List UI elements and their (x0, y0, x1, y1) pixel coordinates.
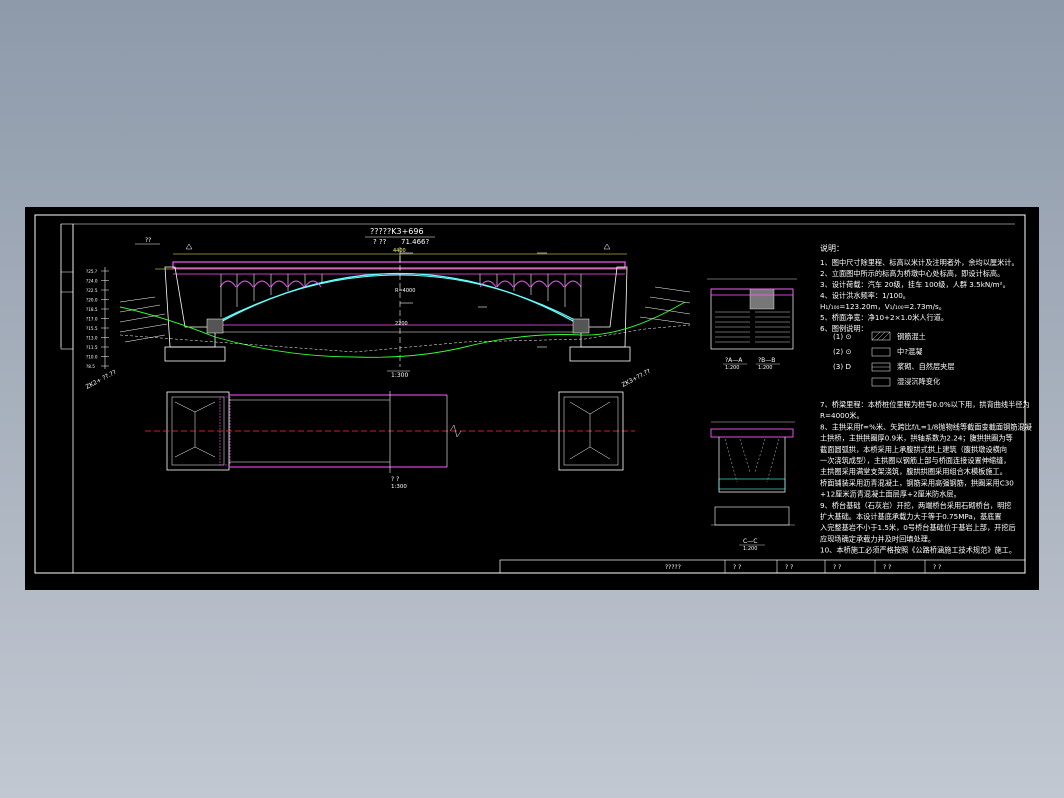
elevation-tick-label: ?22.5 (86, 288, 98, 293)
note-line: 1、图中尺寸除里程、标高以米计及注明者外，余均以厘米计。 (820, 258, 1019, 267)
arch-label: R=4000 (395, 288, 415, 294)
section-c-label: C—C (743, 538, 757, 545)
title-block-cell: ????? (665, 564, 681, 571)
note-line: 9、桥台基础（石灰岩）开挖，两端桥台采用石砌桥台，明挖 (820, 501, 1011, 510)
elevation-tick-label: ?17.0 (86, 317, 98, 322)
legend-label: 湿浸沉降变化 (897, 377, 940, 386)
elevation-tick-label: ?24.0 (86, 279, 98, 284)
note-line: 土拱桥，主拱拱圈厚0.9米，拱轴系数为2.24；腹拱拱圈为等 (820, 434, 1013, 443)
station-title: ?????K3+696 (370, 227, 424, 236)
right-abutment (569, 266, 631, 362)
legend-label: 浆砌、自然层夹层 (897, 362, 955, 371)
elevation-view: R=4000 2200 ZK2+ ??.?? ZK3+??.?? 1:300 4… (85, 243, 691, 391)
elevation-tick-label: ?15.5 (86, 326, 98, 331)
note-line: 扩大基础。本设计基底承载力大于等于0.75MPa，基底置 (820, 512, 1002, 521)
section-c-scale: 1:200 (743, 546, 757, 552)
section-a-label: ?A—A (725, 357, 743, 364)
note-line: 一次浇筑成型），主拱圈以钢筋上部与桥面连接设置伸缩缝， (820, 456, 1010, 465)
section-b-scale: 1:200 (758, 365, 772, 371)
note-line: 4、设计洪水频率：1/100。 (820, 291, 910, 300)
section-a-scale: 1:200 (725, 365, 739, 371)
note-line: 应现场确定承载力并及时回填处理。 (820, 534, 935, 543)
elevation-tick-label: ?18.5 (86, 307, 98, 312)
left-slope-label: ZK2+ ??.?? (85, 369, 118, 391)
legend-label: 中?混凝 (897, 347, 922, 356)
left-stamp-box (60, 223, 74, 350)
note-line: 2、立面图中所示的标高为桥墩中心处标高，即设计标高。 (820, 269, 1004, 278)
elevation-tick-label: ?8.5 (86, 364, 95, 369)
section-b-label: ?B—B (758, 357, 775, 364)
plan-label: ? ? (391, 476, 399, 483)
bridge-drawing: ?????K3+696 ? ?? 71.466? ?? ?25.??24.0?2… (34, 214, 1032, 574)
span-half: 2200 (395, 321, 408, 327)
main-scale: 1:300 (391, 372, 408, 379)
title-block-cell: ? ? (833, 564, 841, 571)
left-top-tag: ?? (145, 237, 151, 244)
legend-key: (3) D (833, 362, 851, 371)
elevation-tick-label: ?20.0 (86, 298, 98, 303)
left-abutment (164, 266, 226, 362)
note-line: 8、主拱采用f=%米、矢跨比f/L=1/8抛物线等截面变截面钢筋混凝 (820, 422, 1032, 431)
title-block: ????? ? ? ? ? ? ? ? ? ? ? (499, 559, 1026, 574)
ground-line (119, 301, 686, 358)
title-block-cell: ? ? (883, 564, 891, 571)
plan-view: ? ? 1:300 (145, 391, 635, 490)
title-block-cell: ? ? (933, 564, 941, 571)
plan-scale: 1:300 (391, 484, 407, 490)
title-block-cell: ? ? (785, 564, 793, 571)
note-line: 6、图例说明： (820, 324, 868, 333)
note-line: 截面圆弧拱，本桥采用上承腹拱式拱上建筑（腹拱墩设横向 (820, 445, 1007, 454)
legend-swatches (871, 331, 891, 387)
note-line: H₁/₁₀₀=123.20m，V₁/₁₀₀=2.73m/s。 (820, 302, 946, 311)
sub-title-b: 71.466? (401, 238, 429, 246)
legend-label: 钢筋混土 (897, 332, 926, 341)
note-line: 主拱圈采用满堂支架浇筑，腹拱拱圈采用组合木模板施工。 (820, 467, 1007, 476)
note-line: 桥面铺装采用沥青混凝土，钢筋采用高强钢筋，拱圈采用C30 (820, 478, 1014, 487)
note-line: 5、桥面净宽：净10+2×1.0米人行道。 (820, 313, 948, 322)
note-line: R=4000米。 (820, 411, 864, 420)
elevation-tick-label: ?13.0 (86, 336, 98, 341)
bridge-deck (172, 261, 626, 269)
note-line: 入完整基岩不小于1.5米，0号桥台基础位于基岩上部，开挖后 (820, 523, 1016, 532)
note-line: 3、设计荷载：汽车 20级，挂车 100级，人群 3.5kN/m²。 (820, 280, 1010, 289)
elevation-tick-label: ?10.0 (86, 355, 98, 360)
span-total: 4400 (393, 248, 406, 254)
elevation-tick-label: ?25.? (86, 269, 97, 274)
notes-heading: 说明： (820, 243, 844, 253)
legend-key: (1) ⊙ (833, 332, 852, 341)
elevation-tick-label: ?11.5 (86, 345, 98, 350)
section-ab: ?A—A ?B—B 1:200 1:200 (707, 278, 797, 371)
elevation-scale: ?25.? ?24.0 ?22.5 ?20.0 ?18.5 ?17.0 ?15.5 ?13.0… (86, 267, 109, 369)
note-line: 10、本桥施工必须严格按照《公路桥涵施工技术规范》施工。 (820, 546, 1016, 555)
right-slope-label: ZK3+??.?? (621, 368, 652, 389)
note-line: 7、桥梁里程：本桥桩位里程为桩号0.0%以下用，拱背曲线半径为 (820, 400, 1030, 409)
design-notes: 说明： 1、图中尺寸除里程、标高以米计及注明者外，余均以厘米计。 2、立面图中所示… (820, 243, 1032, 555)
drawing-sheet: ?????K3+696 ? ?? 71.466? ?? ?25.??24.0?2… (25, 207, 1039, 590)
legend-key: (2) ⊙ (833, 347, 852, 356)
note-line: +12厘米沥青混凝土面层厚+2厘米防水层。 (820, 490, 961, 499)
title-block-cell: ? ? (733, 564, 741, 571)
section-c: C—C 1:200 (710, 421, 795, 552)
sub-title-a: ? ?? (373, 238, 387, 246)
